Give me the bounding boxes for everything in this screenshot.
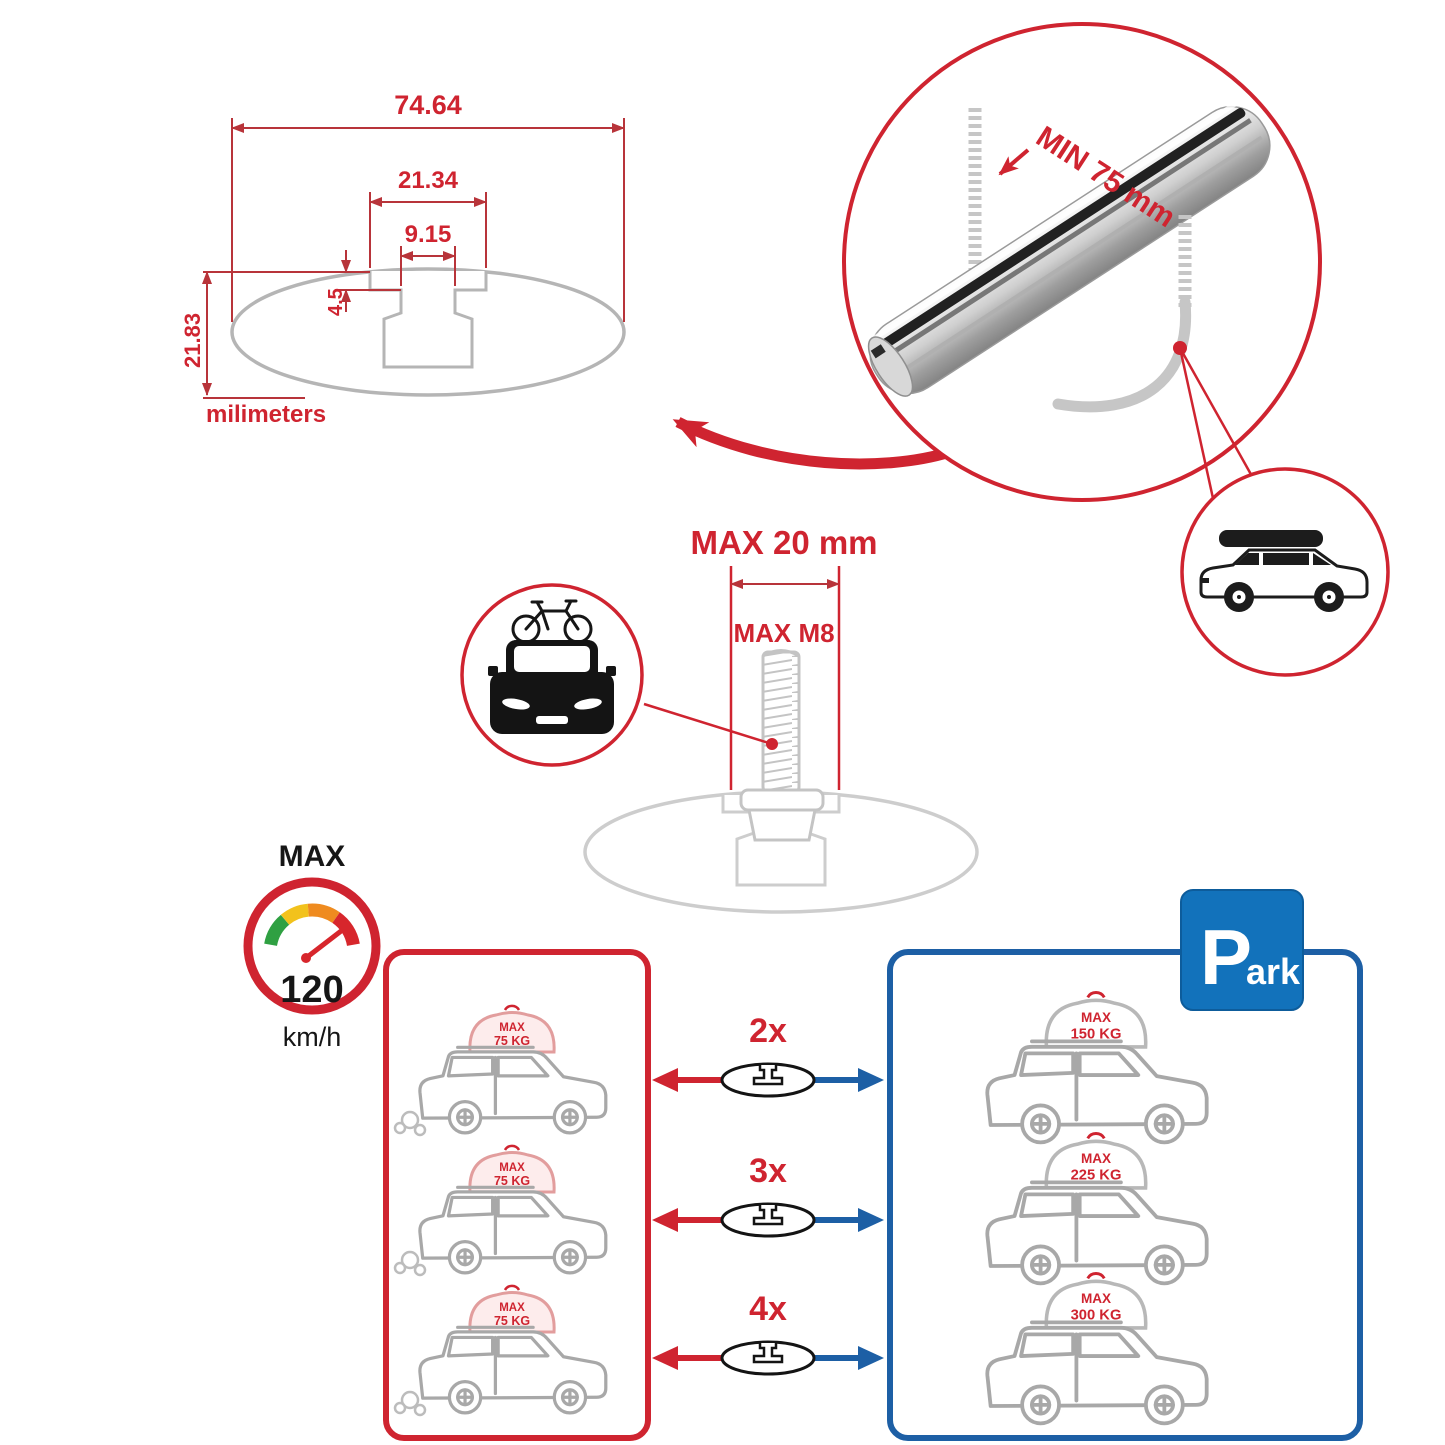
blue-panel: MAX 150 KG MAX 225 KG MAX 300 KG P a xyxy=(887,889,1363,1441)
crossbar-profile-icon xyxy=(720,1340,816,1376)
multiplier-arrows: 2x 3x 4x xyxy=(652,1012,884,1376)
cargo-bag: MAX 75 KG xyxy=(468,1004,556,1054)
park-sign-suffix: ark xyxy=(1246,951,1301,992)
dim-slot-width: 9.15 xyxy=(400,221,456,286)
red-panel-car-row-3: MAX 75 KG xyxy=(393,1284,608,1417)
max-width-label: MAX 20 mm xyxy=(690,524,877,561)
min-clamp-arrow xyxy=(998,148,1030,176)
profile-t-channel xyxy=(368,271,488,369)
cargo-load-line1: MAX xyxy=(499,1302,525,1314)
cargo-load-line1: MAX xyxy=(1081,1151,1111,1166)
dim-channel-width-label: 21.34 xyxy=(398,167,459,194)
cargo-load-line2: 75 KG xyxy=(494,1314,530,1328)
cargo-load-line1: MAX xyxy=(1081,1010,1111,1025)
red-panel-car-row-2: MAX 75 KG xyxy=(393,1144,608,1277)
profile-dimension-drawing: 74.64 21.34 9.15 4.5 21.8 xyxy=(180,90,626,428)
blue-panel-car-row-1: MAX 150 KG xyxy=(985,991,1209,1145)
roofbox-car-circle xyxy=(1180,467,1390,677)
cargo-load-line2: 300 KG xyxy=(1071,1308,1122,1324)
dim-total-height: 21.83 xyxy=(180,271,368,399)
gauge-ring xyxy=(243,877,381,1015)
right-arrowhead xyxy=(858,1208,884,1232)
arrow-row-2: 3x xyxy=(652,1152,884,1238)
units-label: milimeters xyxy=(206,401,326,428)
red-panel: MAX 75 KG MAX 75 KG MAX 75 KG xyxy=(383,949,651,1441)
gauge-needle xyxy=(303,925,348,961)
bolt-dimension-section: MAX 20 mm MAX M8 xyxy=(583,524,979,914)
red-panel-car-row-1: MAX 75 KG xyxy=(393,1004,608,1137)
swoosh-arrow xyxy=(672,417,952,470)
crossbar-profile-icon xyxy=(720,1062,816,1098)
park-sign-letter: P xyxy=(1200,913,1252,1001)
park-sign: P ark xyxy=(1180,889,1304,1011)
dim-slot-width-label: 9.15 xyxy=(405,221,452,248)
car-front-view xyxy=(488,640,616,734)
dim-step-depth-label: 4.5 xyxy=(325,288,347,316)
blue-panel-car-row-3: MAX 300 KG xyxy=(985,1272,1209,1426)
cargo-load-line2: 75 KG xyxy=(494,1174,530,1188)
detail-circle-ring xyxy=(842,22,1322,502)
bolt-pointer-line xyxy=(643,702,773,746)
crossbar-render xyxy=(864,99,1271,413)
speed-value: 120 xyxy=(280,969,343,1011)
blue-panel-car-row-2: MAX 225 KG xyxy=(985,1132,1209,1286)
left-arrowhead xyxy=(652,1346,678,1370)
speed-limit-title: MAX xyxy=(279,840,346,873)
roof-box xyxy=(1219,530,1323,547)
arrow-row-1: 2x xyxy=(652,1012,884,1098)
speedometer: MAX 120 km/h xyxy=(243,840,381,1052)
bolt-illustration xyxy=(739,649,825,842)
cargo-load-line1: MAX xyxy=(499,1022,525,1034)
cargo-bag: MAX 300 KG xyxy=(1044,1272,1148,1330)
multiplier-label: 3x xyxy=(749,1152,787,1190)
crossbar-profile-icon xyxy=(720,1202,816,1238)
bolt-pointer-dot xyxy=(766,738,778,750)
cargo-load-line1: MAX xyxy=(1081,1291,1111,1306)
crossbar-detail-circle: MIN 75 mm xyxy=(842,22,1322,502)
dim-total-height-label: 21.83 xyxy=(180,313,205,368)
gauge-pivot xyxy=(301,953,311,963)
clamp-hook xyxy=(1052,296,1192,413)
cargo-load-line2: 75 KG xyxy=(494,1034,530,1048)
bike-car-circle xyxy=(460,583,644,767)
cargo-load-line2: 150 KG xyxy=(1071,1027,1122,1043)
speed-unit: km/h xyxy=(283,1022,342,1052)
left-arrowhead xyxy=(652,1068,678,1092)
circle-connectors xyxy=(1178,347,1264,513)
right-arrowhead xyxy=(858,1068,884,1092)
bike-car-illustration xyxy=(488,599,616,734)
cargo-load-line2: 225 KG xyxy=(1071,1168,1122,1184)
right-arrowhead xyxy=(858,1346,884,1370)
dim-channel-width: 21.34 xyxy=(369,167,487,268)
left-arrowhead xyxy=(652,1208,678,1232)
arrow-row-3: 4x xyxy=(652,1290,884,1376)
cargo-bag: MAX 225 KG xyxy=(1044,1132,1148,1190)
roofbox-car-illustration xyxy=(1199,530,1369,612)
multiplier-label: 4x xyxy=(749,1290,787,1328)
gauge-arcs xyxy=(264,903,360,947)
dim-total-width-label: 74.64 xyxy=(394,90,462,120)
dim-total-width: 74.64 xyxy=(231,90,625,322)
aluminum-bar xyxy=(864,99,1271,397)
cargo-bag: MAX 75 KG xyxy=(468,1284,556,1334)
max-thread-label: MAX M8 xyxy=(733,618,834,648)
cargo-load-line1: MAX xyxy=(499,1162,525,1174)
cargo-bag: MAX 75 KG xyxy=(468,1144,556,1194)
cargo-bag: MAX 150 KG xyxy=(1044,991,1148,1049)
multiplier-label: 2x xyxy=(749,1012,787,1050)
